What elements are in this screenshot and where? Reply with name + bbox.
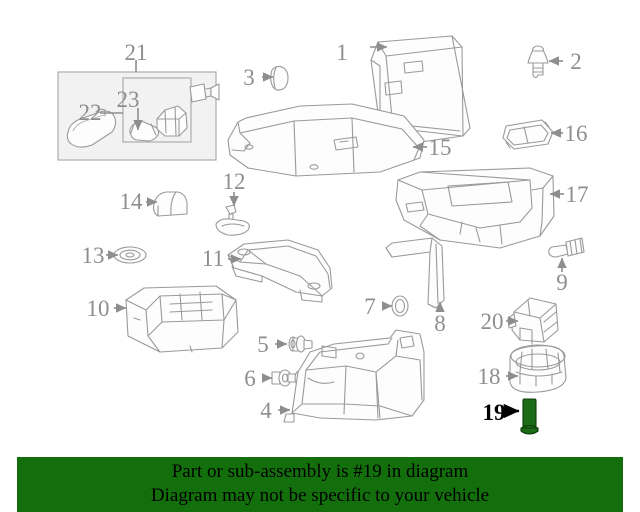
callout-label-13: 13 <box>82 243 105 268</box>
part-12-shape <box>215 204 250 236</box>
callout-label-16: 16 <box>565 121 588 146</box>
part-8-shape <box>385 237 445 309</box>
callout-label-2: 2 <box>570 49 582 74</box>
callout-label-20: 20 <box>481 309 504 334</box>
callout-label-1: 1 <box>336 40 348 65</box>
part-3-shape <box>270 65 289 91</box>
part-connector-shape <box>189 83 220 103</box>
callout-label-8: 8 <box>434 311 446 336</box>
part-7-shape <box>391 295 409 317</box>
callout-label-11: 11 <box>202 246 224 271</box>
part-13-shape <box>113 246 147 264</box>
part-14-shape <box>152 191 188 217</box>
callout-label-15: 15 <box>429 135 452 160</box>
part-19-shape-highlighted <box>520 398 539 435</box>
footer-note-line-2: Diagram may not be specific to your vehi… <box>150 485 490 506</box>
footer-note-line-1: Part or sub-assembly is #19 in diagram <box>171 461 469 482</box>
callout-label-23: 23 <box>117 87 140 112</box>
footer-note-banner: Part or sub-assembly is #19 in diagram D… <box>17 457 623 512</box>
callout-label-5: 5 <box>257 332 269 357</box>
callout-label-17: 17 <box>566 182 589 207</box>
callout-label-4: 4 <box>260 398 272 423</box>
callout-label-12: 12 <box>223 169 246 194</box>
part-4-shape <box>283 329 425 423</box>
callout-label-22: 22 <box>79 100 102 125</box>
part-16-shape <box>502 119 554 150</box>
inset-group-21 <box>57 60 220 161</box>
part-11-shape <box>227 239 333 303</box>
part-22-shape <box>66 108 117 148</box>
part-socket-shape <box>156 105 188 137</box>
part-2-shape <box>527 45 549 79</box>
part-5-shape <box>288 335 313 353</box>
part-17-shape <box>395 167 555 249</box>
callout-label-18: 18 <box>478 364 501 389</box>
callout-label-6: 6 <box>244 366 256 391</box>
callout-label-10: 10 <box>87 296 110 321</box>
part-18-shape <box>509 344 567 393</box>
callout-label-9: 9 <box>556 270 568 295</box>
part-15-shape <box>227 103 425 177</box>
callout-label-19: 19 <box>483 400 506 425</box>
callout-label-7: 7 <box>364 294 376 319</box>
part-9-shape <box>548 237 585 258</box>
part-10-shape <box>125 285 239 353</box>
callout-label-14: 14 <box>120 189 144 214</box>
callout-label-21: 21 <box>125 40 148 65</box>
callout-label-3: 3 <box>243 65 255 90</box>
